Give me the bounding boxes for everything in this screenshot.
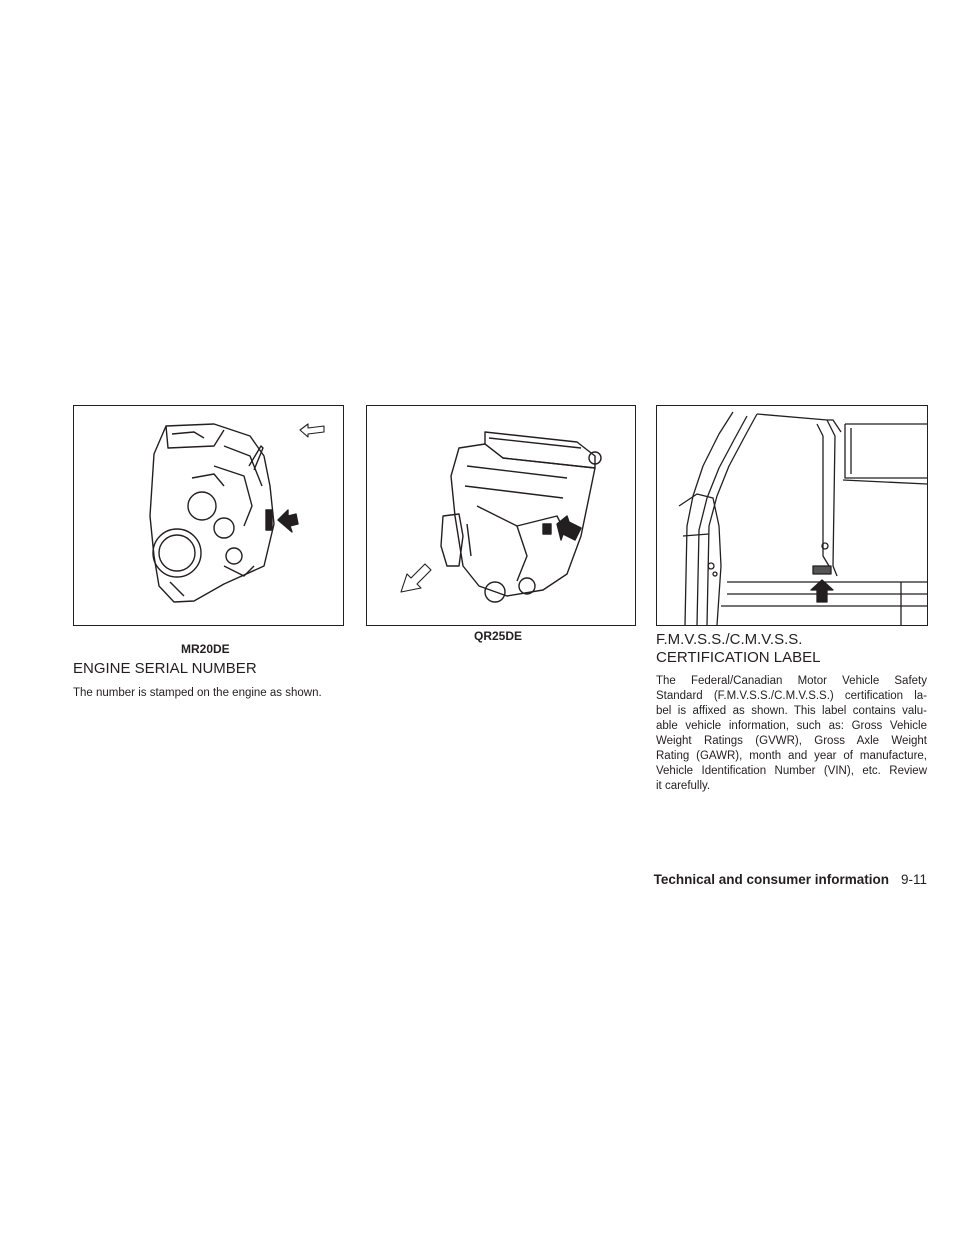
vehicle-door-drawing [678,411,927,625]
body-line: The Federal/Canadian Motor Vehicle Safet… [656,675,927,687]
engine-qr25de-drawing [400,431,602,603]
figure-caption-mr20de: MR20DE [181,642,230,656]
engine-mr20de-illustration [73,405,344,626]
body-line: Standard (F.M.V.S.S./C.M.V.S.S.) certifi… [656,690,927,702]
figure-caption-qr25de: QR25DE [474,629,523,643]
page-footer: Technical and consumer information 9-11 [630,872,927,887]
body-line: Rating (GAWR), month and year of manufac… [656,750,927,762]
certification-label-heading-line-1: F.M.V.S.S./C.M.V.S.S. [656,631,803,648]
body-line: bel is affixed as shown. This label cont… [656,705,927,717]
certification-label-location-illustration [656,405,928,626]
body-line: Weight Ratings (GVWR), Gross Axle Weight [656,735,927,747]
engine-qr25de-illustration [366,405,636,626]
body-line: Vehicle Identification Number (VIN), etc… [656,765,927,777]
page-number: 9-11 [900,872,927,887]
certification-label-heading-line-2: CERTIFICATION LABEL [656,649,821,666]
engine-mr20de-drawing [149,423,325,603]
footer-section-title: Technical and consumer information [653,872,889,887]
certification-label-body: The Federal/Canadian Motor Vehicle Safet… [656,674,927,794]
engine-serial-number-heading: ENGINE SERIAL NUMBER [73,660,257,677]
certification-label-heading: F.M.V.S.S./C.M.V.S.S. CERTIFICATION LABE… [656,631,927,667]
body-line: able vehicle information, such as: Gross… [656,720,927,732]
engine-serial-number-body: The number is stamped on the engine as s… [73,687,322,699]
body-line: it carefully. [656,780,711,792]
